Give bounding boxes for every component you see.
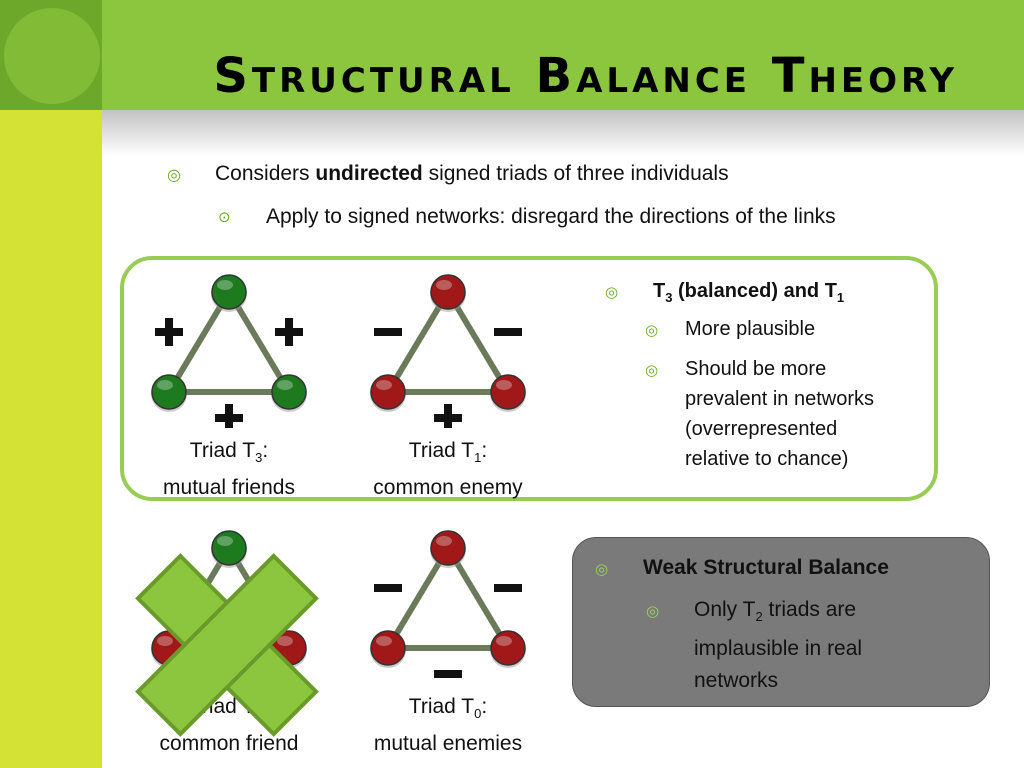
title-bar	[102, 0, 1024, 110]
balanced-item-2: prevalent in networks	[685, 388, 874, 410]
weak-item-pre: Only T	[694, 598, 756, 621]
triad-t3-caption: Triad T3: mutual friends	[124, 436, 334, 503]
triad-t0-colon: :	[481, 695, 488, 718]
bullet1-post: signed triads of three individuals	[422, 162, 729, 185]
node-highlight	[496, 380, 512, 390]
corner-circle	[4, 8, 100, 104]
target-bullet-icon: ◎	[646, 603, 660, 620]
triad-t1-colon: :	[481, 439, 488, 462]
left-accent-bar	[0, 0, 102, 768]
triad-t0: Triad T0: mutual enemies	[343, 524, 553, 764]
plus-sign-icon	[434, 404, 462, 428]
triad-t3-desc: mutual friends	[163, 476, 295, 500]
minus-sign-icon	[494, 328, 522, 336]
target-bullet-icon: ◎	[605, 284, 619, 301]
enemy-node	[430, 274, 466, 310]
node-highlight	[217, 280, 233, 290]
node-highlight	[157, 636, 173, 646]
weak-item: ◎ Only T2 triads are implausible in real…	[646, 594, 863, 697]
plus-sign-icon	[275, 318, 303, 346]
balanced-item-prevalent: ◎ Should be more prevalent in networks (…	[645, 354, 874, 474]
target-bullet-icon: ◎	[595, 561, 609, 578]
target-bullet-icon: ◎	[645, 322, 659, 339]
balanced-triads-box	[120, 256, 938, 501]
balanced-heading-pre: T	[653, 280, 666, 302]
triad-t1-desc: common enemy	[373, 476, 523, 500]
balanced-heading-sub2: 1	[836, 290, 845, 305]
node-highlight	[277, 636, 293, 646]
triad-t1: Triad T1: common enemy	[343, 268, 553, 508]
weak-item-line2: implausible in real	[694, 637, 863, 661]
enemy-node	[370, 630, 406, 666]
friend-node	[211, 530, 247, 566]
balanced-item-plausible: ◎ More plausible	[645, 314, 816, 344]
title-shadow	[102, 110, 1024, 156]
enemy-node	[490, 630, 526, 666]
node-highlight	[376, 636, 392, 646]
node-highlight	[436, 536, 452, 546]
target-bullet-icon: ◎	[167, 167, 181, 184]
triad-t3-colon: :	[262, 439, 269, 462]
friend-node	[151, 374, 187, 410]
plus-sign-icon	[215, 404, 243, 428]
weak-heading-text: Weak Structural Balance	[643, 556, 889, 579]
plus-sign-icon	[155, 318, 183, 346]
bullet-considers: ◎ Considers undirected signed triads of …	[167, 162, 729, 186]
balanced-heading-mid: (balanced) and T	[672, 280, 837, 302]
slide-title: Structural Balance Theory	[213, 48, 958, 104]
balanced-item-1: Should be more	[685, 358, 827, 380]
minus-sign-icon	[374, 584, 402, 592]
enemy-node	[370, 374, 406, 410]
balanced-heading: ◎ T3 (balanced) and T1	[605, 276, 845, 313]
balanced-heading-sub1: 3	[665, 290, 673, 305]
node-highlight	[277, 380, 293, 390]
balanced-item-4: relative to chance)	[685, 448, 849, 470]
triad-t3-label: Triad T	[189, 439, 256, 462]
triad-t0-sub: 0	[474, 706, 482, 722]
corner-block	[0, 0, 102, 110]
minus-sign-icon	[434, 670, 462, 678]
weak-item-line3: networks	[694, 669, 779, 693]
weak-item-post: triads are	[762, 598, 857, 621]
node-highlight	[496, 636, 512, 646]
bullet1-pre: Considers	[215, 162, 316, 185]
triad-t0-caption: Triad T0: mutual enemies	[343, 692, 553, 759]
triad-t3: Triad T3: mutual friends	[124, 268, 334, 508]
friend-node	[211, 274, 247, 310]
balanced-item-3: (overrepresented	[685, 418, 838, 440]
triad-t2-desc: common friend	[159, 732, 299, 756]
cross-mark-icon	[135, 553, 319, 737]
bullet1-sub-text: Apply to signed networks: disregard the …	[266, 205, 836, 228]
triad-t3-diagram	[151, 274, 307, 428]
bullet-apply: ⊙ Apply to signed networks: disregard th…	[218, 205, 836, 229]
node-highlight	[157, 380, 173, 390]
triad-t1-caption: Triad T1: common enemy	[343, 436, 553, 503]
target-bullet-icon: ⊙	[218, 209, 231, 226]
enemy-node	[490, 374, 526, 410]
enemy-node	[430, 530, 466, 566]
triad-t0-label: Triad T	[408, 695, 475, 718]
friend-node	[271, 374, 307, 410]
weak-balance-box: ◎ Weak Structural Balance ◎ Only T2 tria…	[572, 537, 990, 707]
node-highlight	[376, 380, 392, 390]
triad-t1-sub: 1	[474, 450, 482, 466]
triad-t0-desc: mutual enemies	[373, 732, 523, 756]
node-highlight	[436, 280, 452, 290]
minus-sign-icon	[374, 328, 402, 336]
triad-t1-label: Triad T	[408, 439, 475, 462]
minus-sign-icon	[494, 584, 522, 592]
balanced-item-0: More plausible	[685, 318, 816, 340]
triad-t3-sub: 3	[255, 450, 263, 466]
node-highlight	[217, 536, 233, 546]
weak-heading: ◎ Weak Structural Balance	[595, 552, 889, 584]
target-bullet-icon: ◎	[645, 362, 659, 379]
weak-item-sub: 2	[755, 609, 763, 625]
bullet1-bold: undirected	[315, 162, 423, 185]
triad-t1-diagram	[370, 274, 526, 428]
triad-t0-diagram	[370, 530, 526, 678]
